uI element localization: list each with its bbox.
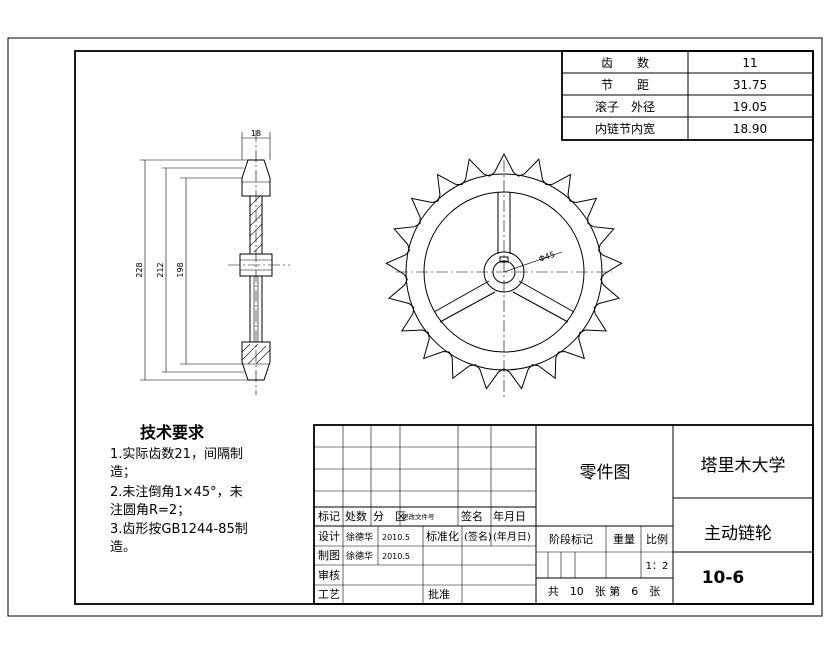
tb-design-date: 2010.5 [382,533,410,542]
dim-pitch-diameter: 212 [156,262,165,277]
tb-craft: 工艺 [318,588,340,601]
dim-bore: Φ45 [538,250,557,264]
tb-draw-date: 2010.5 [382,552,410,561]
tb-part-drawing: 零件图 [580,463,631,483]
tb-design-label: 设计 [318,530,340,543]
tb-weight: 重量 [613,532,635,546]
tb-review: 审核 [318,568,340,582]
tech-requirement-line: 注圆角R=2； [110,503,191,518]
tb-date-col: (年月日) [493,530,531,543]
parameter-table: 齿 数 11 节 距 31.75 滚子 外径 19.05 内链节内宽 18.90 [561,50,814,141]
tech-requirement-line: 造； [110,465,137,480]
tech-requirement-line: 3.齿形按GB1244-85制 [110,522,248,537]
tb-mark: 标记 [318,509,340,523]
param-value-pitch: 31.75 [733,78,767,92]
param-value-roller: 19.05 [733,100,767,114]
title-block [313,424,814,605]
param-label-teeth: 齿 数 [601,55,649,70]
tech-requirement-line: 1.实际齿数21，间隔制 [110,447,243,462]
param-label-roller: 滚子 外径 [595,99,655,114]
tb-draw-name: 徐德华 [346,550,373,562]
tb-zone: 分 区 [373,510,406,523]
dim-width-top: 18 [251,129,261,138]
tb-drawing-number: 10-6 [702,568,745,588]
tb-approve: 批准 [428,587,450,601]
tb-count: 处数 [345,510,367,523]
sprocket-teeth [385,152,623,390]
tb-ratio: 比例 [646,532,668,546]
side-section-view: 18 228 212 198 [135,129,290,395]
param-value-teeth: 11 [742,56,757,70]
tb-stage: 阶段标记 [549,532,593,546]
tb-scale: 1：2 [646,561,669,572]
front-view-sprocket: Φ45 [385,152,623,400]
dim-outer-diameter: 228 [135,262,144,277]
outer-border [7,37,823,617]
tech-requirement-line: 造。 [110,540,137,555]
param-label-inner-width: 内链节内宽 [595,121,655,136]
tb-design-name: 徐德华 [346,531,373,543]
tb-date: 年月日 [493,509,526,523]
tb-sheets: 共 10 张 第 6 张 [548,584,661,598]
tb-part-name: 主动链轮 [704,524,772,544]
tb-sign: (签名) [464,530,492,543]
tb-standard: 标准化 [426,529,459,543]
param-label-pitch: 节 距 [601,78,649,92]
tb-school: 塔里木大学 [701,456,786,476]
tb-draw-label: 制图 [318,549,340,562]
tb-signature: 签名 [461,509,483,523]
dim-root-diameter: 198 [176,262,185,277]
tb-change-doc: 更改文件号 [402,512,435,521]
tech-requirements-title: 技术要求 [140,423,205,442]
tech-requirement-line: 2.未注倒角1×45°，未 [110,485,243,500]
param-value-inner-width: 18.90 [733,122,767,136]
